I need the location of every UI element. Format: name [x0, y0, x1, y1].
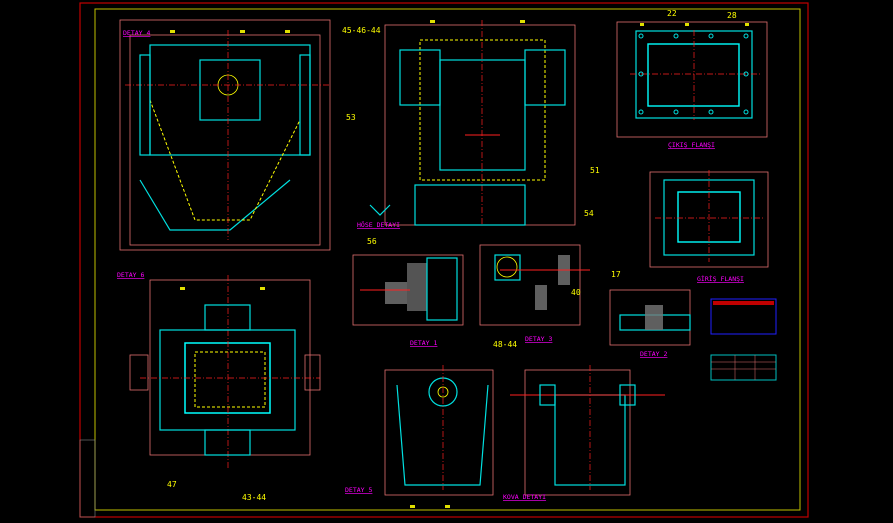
dimension-markers: [170, 20, 749, 508]
callout-28: 28: [727, 11, 737, 20]
detail-5-label: DETAY 5: [345, 486, 372, 494]
detail-3-view: [479, 244, 590, 326]
hose-detail-view: [369, 20, 576, 226]
detail-6-view: [119, 19, 331, 251]
outlet-flange-label: ÇIKIŞ FLANŞI: [668, 141, 715, 149]
callout-48-44: 48-44: [493, 340, 517, 349]
callout-17: 17: [611, 270, 621, 279]
title-block: [710, 298, 777, 381]
callout-47: 47: [167, 480, 177, 489]
detail-4-view: [129, 275, 321, 470]
detail-4-label: DETAY 4: [123, 29, 150, 37]
inner-border: [94, 8, 801, 511]
callout-56: 56: [367, 237, 377, 246]
bucket-detail-view: [510, 365, 665, 496]
inlet-flange-label: GİRİŞ FLANŞI: [697, 274, 744, 283]
outlet-flange-view: [616, 21, 768, 138]
callout-45-46-44: 45-46-44: [342, 26, 381, 35]
callout-43-44: 43-44: [242, 493, 266, 502]
detail-1-view: [352, 254, 464, 326]
detail-2-label: DETAY 2: [640, 350, 667, 358]
side-strip: [79, 439, 96, 518]
detail-2-view: [609, 289, 691, 346]
callout-54: 54: [584, 209, 594, 218]
detail-5-view: [384, 365, 494, 496]
callout-53: 53: [346, 113, 356, 122]
detail-3-label: DETAY 3: [525, 335, 552, 343]
detail-1-label: DETAY 1: [410, 339, 437, 347]
callout-22: 22: [667, 9, 677, 18]
outer-frame: [79, 2, 809, 518]
detail-6-label: DETAY 6: [117, 271, 144, 279]
callout-51: 51: [590, 166, 600, 175]
callout-40: 40: [571, 288, 581, 297]
inlet-flange-view: [649, 170, 769, 268]
hose-detail-label: HÖSE DETAYI: [357, 220, 400, 229]
bucket-detail-label: KOVA DETAYI: [503, 493, 546, 501]
